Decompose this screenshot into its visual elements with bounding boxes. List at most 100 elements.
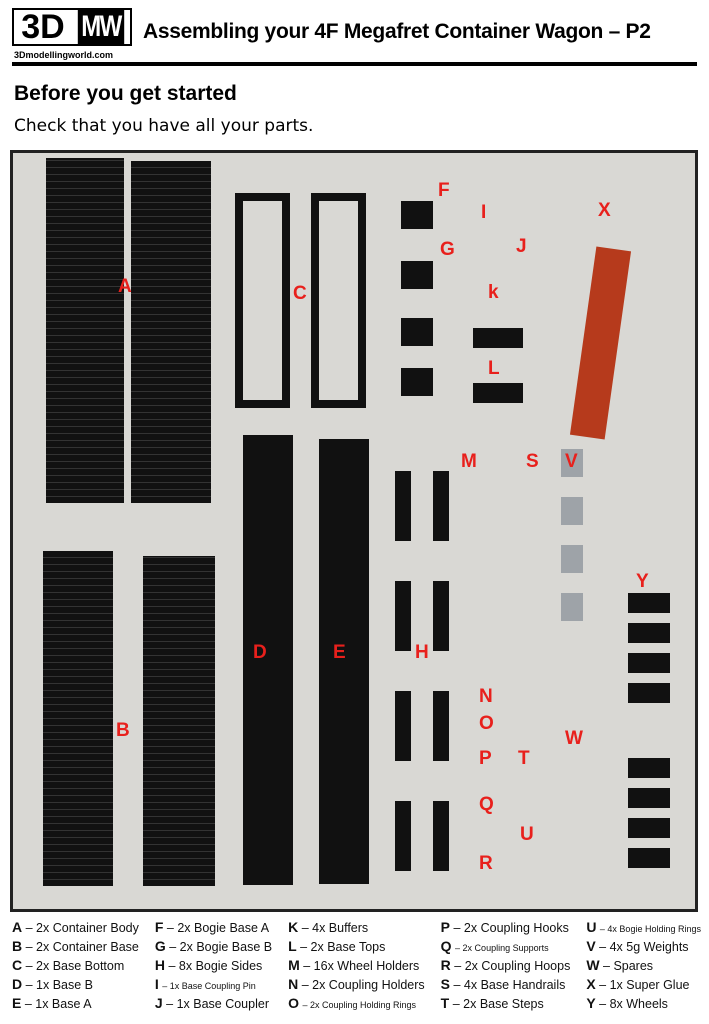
label-c: C xyxy=(293,283,307,304)
legend-letter: N xyxy=(288,976,299,992)
label-y: Y xyxy=(636,571,649,592)
legend-text: – 1x Base Coupling Pin xyxy=(162,981,256,991)
legend-letter: O xyxy=(288,995,299,1011)
legend-letter: J xyxy=(154,995,163,1011)
legend-item: N – 2x Coupling Holders xyxy=(288,975,425,994)
legend-letter: M xyxy=(288,957,300,973)
legend-letter: Q xyxy=(440,938,452,954)
legend-item: S – 4x Base Handrails xyxy=(441,975,571,994)
label-s: S xyxy=(526,451,539,472)
label-v: V xyxy=(565,451,578,472)
legend-item: H – 8x Bogie Sides xyxy=(155,956,272,975)
legend-text: – 1x Base A xyxy=(24,997,92,1011)
label-u: U xyxy=(520,824,534,845)
legend-letter: H xyxy=(154,957,165,973)
label-k: k xyxy=(488,282,499,303)
legend-item: M – 16x Wheel Holders xyxy=(288,956,425,975)
legend-item: J – 1x Base Coupler xyxy=(155,994,272,1013)
legend-letter: E xyxy=(12,995,22,1011)
legend-item: Y – 8x Wheels xyxy=(586,994,701,1013)
label-b: B xyxy=(116,720,130,741)
legend-item: I – 1x Base Coupling Pin xyxy=(155,975,272,994)
legend-letter: W xyxy=(586,957,600,973)
legend-letter: B xyxy=(12,938,23,954)
legend-text: – 4x Buffers xyxy=(301,921,369,935)
label-t: T xyxy=(518,748,530,769)
legend-text: – 2x Coupling Holders xyxy=(301,978,425,992)
legend-item: Q – 2x Coupling Supports xyxy=(441,937,571,956)
legend-item: L – 2x Base Tops xyxy=(288,937,425,956)
legend-item: X – 1x Super Glue xyxy=(586,975,701,994)
label-g: G xyxy=(440,239,455,260)
section-heading: Before you get started xyxy=(14,82,237,105)
label-e: E xyxy=(333,642,346,663)
legend-text: – 16x Wheel Holders xyxy=(303,959,420,973)
legend-letter: A xyxy=(12,919,23,935)
legend-letter: S xyxy=(440,976,451,992)
label-d: D xyxy=(253,642,267,663)
legend-text: – 2x Base Bottom xyxy=(25,959,125,973)
legend-letter: G xyxy=(154,938,166,954)
legend-item: G – 2x Bogie Base B xyxy=(155,937,272,956)
legend-item: C – 2x Base Bottom xyxy=(12,956,139,975)
legend-item: A – 2x Container Body xyxy=(12,918,139,937)
label-n: N xyxy=(479,686,493,707)
legend-item: W – Spares xyxy=(586,956,701,975)
legend-text: – 2x Base Tops xyxy=(300,940,386,954)
legend-item: F – 2x Bogie Base A xyxy=(155,918,272,937)
label-a: A xyxy=(118,276,132,297)
label-w: W xyxy=(565,728,583,749)
label-l: L xyxy=(488,358,500,379)
label-p: P xyxy=(479,748,492,769)
legend-text: – 1x Super Glue xyxy=(599,978,690,992)
legend-text: – 2x Bogie Base B xyxy=(169,940,273,954)
legend-text: – 4x Bogie Holding Rings xyxy=(599,924,701,934)
legend-text: – 2x Coupling Hooks xyxy=(453,921,569,935)
legend-text: – 1x Base Coupler xyxy=(166,997,269,1011)
legend-letter: U xyxy=(586,919,597,935)
intro-text: Check that you have all your parts. xyxy=(14,116,314,136)
legend-item: O – 2x Coupling Holding Rings xyxy=(288,994,425,1013)
label-j: J xyxy=(516,236,527,257)
legend-text: – 8x Bogie Sides xyxy=(168,959,263,973)
legend-item: D – 1x Base B xyxy=(12,975,139,994)
legend-letter: X xyxy=(586,976,596,992)
label-x: X xyxy=(598,200,611,221)
legend-item: P – 2x Coupling Hooks xyxy=(441,918,571,937)
legend-letter: T xyxy=(440,995,450,1011)
label-r: R xyxy=(479,853,493,874)
label-f: F xyxy=(438,180,450,201)
legend-text: – 2x Container Base xyxy=(25,940,139,954)
legend-item: K – 4x Buffers xyxy=(288,918,425,937)
legend-item: U – 4x Bogie Holding Rings xyxy=(586,918,701,937)
legend-text: – Spares xyxy=(603,959,654,973)
legend-text: – 1x Base B xyxy=(25,978,94,992)
legend-text: – 2x Coupling Holding Rings xyxy=(302,1000,417,1010)
label-i: I xyxy=(481,202,487,223)
site-url: 3Dmodellingworld.com xyxy=(14,50,114,60)
label-m: M xyxy=(461,451,477,472)
legend-letter: R xyxy=(440,957,451,973)
legend-item: R – 2x Coupling Hoops xyxy=(441,956,571,975)
legend-letter: P xyxy=(440,919,451,935)
legend-text: – 4x 5g Weights xyxy=(599,940,689,954)
legend-text: – 4x Base Handrails xyxy=(453,978,566,992)
label-o: O xyxy=(479,713,494,734)
legend-text: – 2x Container Body xyxy=(25,921,139,935)
legend-letter: C xyxy=(12,957,23,973)
parts-photo: A B C D E F G H I J k L M N O P Q R S T … xyxy=(10,150,698,912)
page-title: Assembling your 4F Megafret Container Wa… xyxy=(143,20,651,43)
legend-letter: F xyxy=(154,919,164,935)
legend-letter: Y xyxy=(586,995,596,1011)
legend-text: – 2x Coupling Supports xyxy=(455,943,549,953)
label-h: H xyxy=(415,642,429,663)
legend-letter: V xyxy=(586,938,596,954)
legend-item: V – 4x 5g Weights xyxy=(586,937,701,956)
